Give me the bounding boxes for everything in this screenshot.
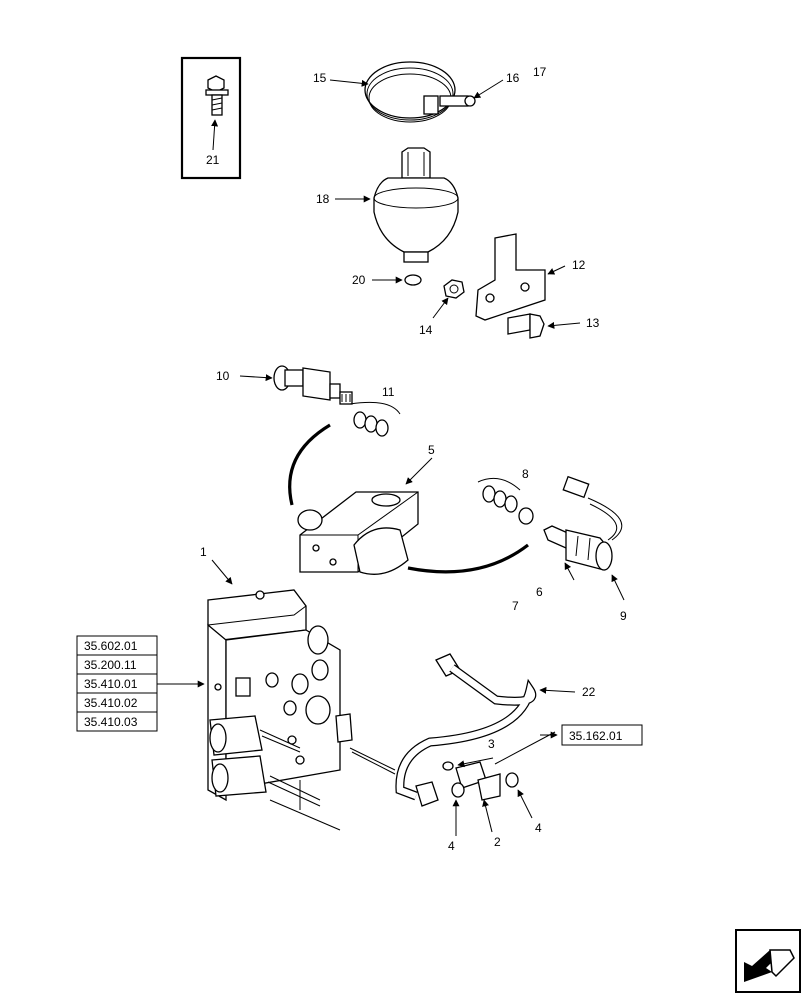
callout-17: 17 [533,65,547,79]
callout-20: 20 [352,273,366,287]
cartridge-valve-10: 10 11 [216,365,401,437]
callout-5: 5 [428,443,435,457]
callout-11: 11 [382,385,395,399]
callout-12: 12 [572,258,586,272]
callout-14: 14 [419,323,433,337]
reference-35-602-01[interactable]: 35.602.01 [84,639,138,653]
callout-6: 6 [536,585,543,599]
callout-2: 2 [494,835,501,849]
callout-1: 1 [200,545,207,559]
valve-block-5: 5 [297,443,435,575]
next-page-arrow-icon[interactable] [735,929,801,993]
callout-18: 18 [316,192,330,206]
callout-9: 9 [620,609,627,623]
reference-box-group: 35.602.01 35.200.11 35.410.01 35.410.02 … [76,635,205,732]
solenoid-valve: 8 6 7 9 [477,467,627,623]
callout-4-right: 4 [535,821,542,835]
accumulator: 18 20 [316,147,459,287]
clamp-assembly: 15 16 17 [313,61,547,123]
callout-13: 13 [586,316,600,330]
reference-35-410-03[interactable]: 35.410.03 [84,715,138,729]
callout-21: 21 [206,153,220,167]
callout-3: 3 [488,737,495,751]
callout-22: 22 [582,685,596,699]
callout-4-left: 4 [448,839,455,853]
callout-10: 10 [216,369,230,383]
callout-16: 16 [506,71,520,85]
reference-35-200-11[interactable]: 35.200.11 [84,658,137,672]
control-valve-1: 1 [200,545,396,831]
bracket-assembly: 12 13 14 [419,233,600,339]
reference-35-162-01[interactable]: 35.162.01 [569,729,623,743]
elbow-fitting: 3 2 4 4 35.162.01 [442,724,643,853]
assembly-path-10-to-5 [288,423,331,506]
callout-8: 8 [522,467,529,481]
assembly-path-5-to-6 [407,543,529,574]
bolt-21-icon [205,75,229,116]
callout-15: 15 [313,71,327,85]
callout-7: 7 [512,599,519,613]
reference-35-410-02[interactable]: 35.410.02 [84,696,138,710]
reference-35-410-01[interactable]: 35.410.01 [84,677,138,691]
bolt-21-box: 21 [180,56,242,180]
hydraulic-tube-22: 22 [395,653,596,807]
